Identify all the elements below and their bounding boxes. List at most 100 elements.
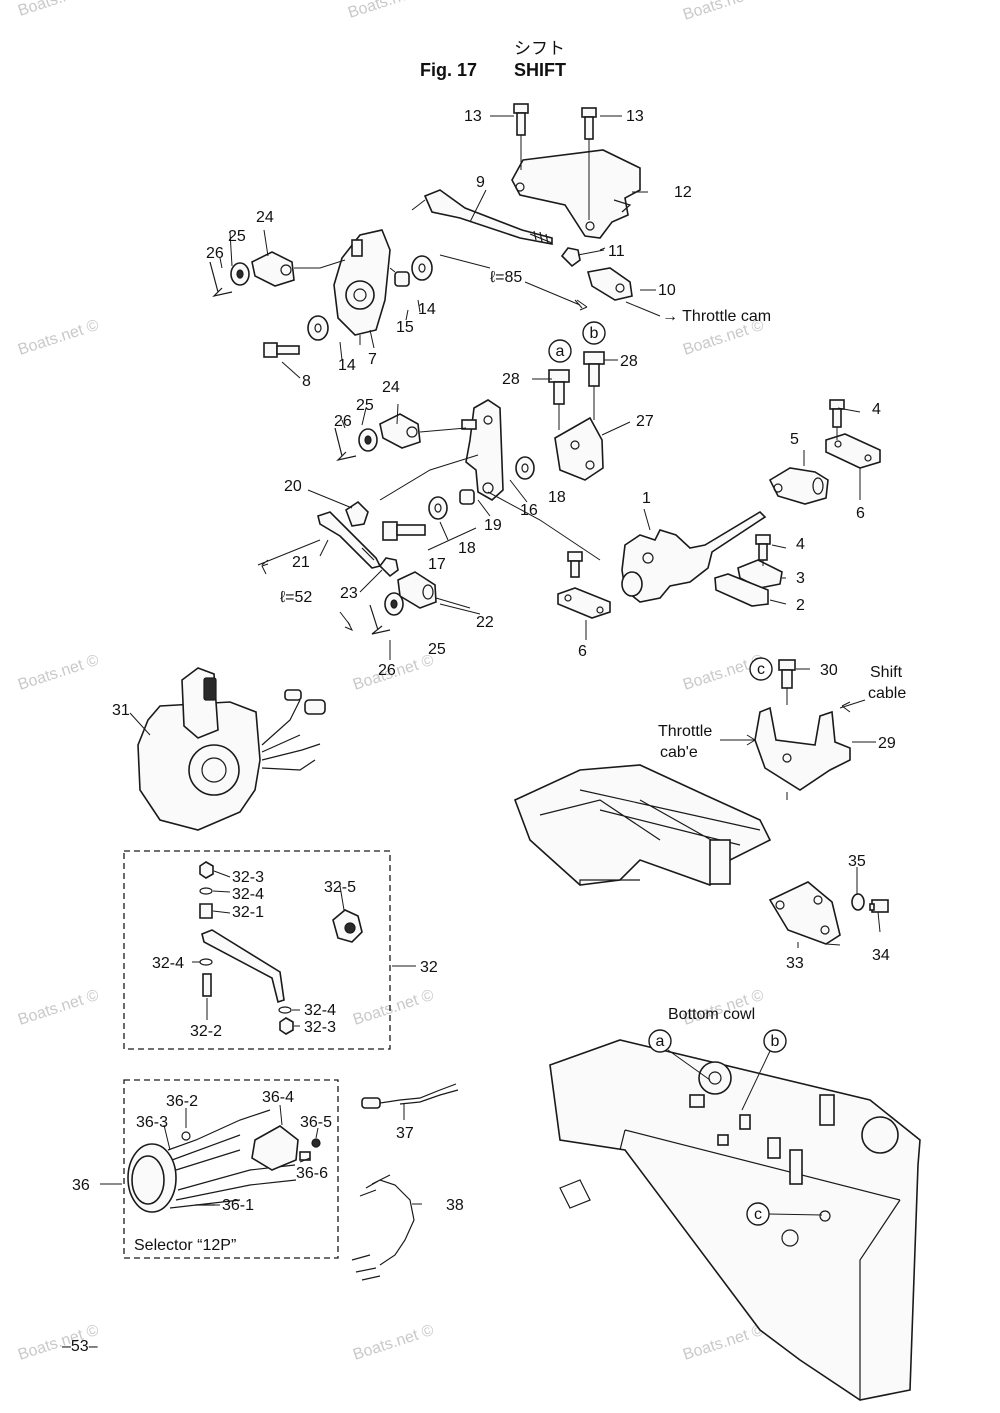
marker-b-top: b [582, 321, 606, 345]
watermark: Boats.net © [351, 987, 436, 1029]
selector-36 [127, 1109, 321, 1213]
marker-c-cowl: c [746, 1202, 770, 1226]
washer-18-b [428, 496, 448, 520]
label-32: 32 [420, 959, 438, 976]
label-6-low: 6 [578, 643, 587, 660]
label-9: 9 [476, 174, 485, 191]
spacer-15 [394, 271, 410, 287]
label-36-2: 36-2 [166, 1093, 198, 1110]
collar-19 [459, 489, 475, 505]
label-25-top: 25 [228, 228, 246, 245]
joint-10 [586, 267, 633, 301]
joint-24-mid [379, 413, 421, 449]
label-16: 16 [520, 502, 538, 519]
label-28-b: 28 [620, 353, 638, 370]
page-number: ‒53‒ [62, 1338, 98, 1355]
cam-5 [768, 467, 829, 505]
label-17: 17 [428, 556, 446, 573]
label-6-top: 6 [856, 505, 865, 522]
bolt-4-top [829, 399, 845, 428]
label-18-left: 18 [458, 540, 476, 557]
label-28-a: 28 [502, 371, 520, 388]
bolt-30 [778, 659, 796, 689]
svg-text:c: c [757, 661, 765, 678]
harness-37 [361, 1083, 459, 1109]
marker-c-top: c [749, 657, 773, 681]
label-14-left: 14 [338, 357, 356, 374]
label-2: 2 [796, 597, 805, 614]
label-26-mid: 26 [334, 413, 352, 430]
watermark: Boats.net © [681, 1322, 766, 1364]
clip-26-low [369, 604, 391, 635]
kit-36-outline [123, 1079, 339, 1259]
label-24-top: 24 [256, 209, 274, 226]
label-13-right: 13 [626, 108, 644, 125]
label-36: 36 [72, 1177, 90, 1194]
shift-cable-label-2: cable [868, 685, 906, 702]
watermark: Boats.net © [16, 987, 101, 1029]
bracket-29 [754, 706, 851, 791]
marker-a-top: a [548, 339, 572, 363]
label-15: 15 [396, 319, 414, 336]
bolt-13-left [513, 103, 529, 136]
washer-25-mid [358, 428, 378, 452]
watermark: Boats.net © [351, 1322, 436, 1364]
bolt-4-low [755, 534, 771, 561]
label-36-3: 36-3 [136, 1114, 168, 1131]
label-24-mid: 24 [382, 379, 400, 396]
marker-a-cowl: a [648, 1029, 672, 1053]
harness-38 [351, 1174, 415, 1281]
page-title: SHIFT [514, 60, 566, 80]
throttle-cable-label-2: cab'e [660, 744, 698, 761]
selector-label: Selector “12P” [134, 1237, 236, 1254]
throttle-cam-label: → Throttle cam [662, 308, 771, 325]
bolt-34 [869, 899, 889, 913]
svg-text:c: c [754, 1206, 762, 1223]
part-labels: 13 13 9 12 24 25 26 11 ℓ=85 10 → Throttl… [62, 108, 906, 1355]
label-34: 34 [872, 947, 890, 964]
washer-14-a [411, 255, 433, 281]
label-32-4-left: 32-4 [152, 955, 184, 972]
bolt-17 [382, 521, 426, 541]
watermark: Boats.net © [16, 0, 101, 20]
label-32-5: 32-5 [324, 879, 356, 896]
label-14-right: 14 [418, 301, 436, 318]
label-1: 1 [642, 490, 651, 507]
bolt-28-b [583, 351, 605, 387]
label-33: 33 [786, 955, 804, 972]
label-36-6: 36-6 [296, 1165, 328, 1182]
label-32-4-top: 32-4 [232, 886, 264, 903]
watermark: Boats.net © [346, 0, 431, 22]
label-26-low: 26 [378, 662, 396, 679]
label-23: 23 [340, 585, 358, 602]
label-38: 38 [446, 1197, 464, 1214]
label-18-right: 18 [548, 489, 566, 506]
jp-title: シフト [514, 39, 565, 59]
label-5: 5 [790, 431, 799, 448]
joint-24-top [251, 251, 295, 287]
label-25-mid: 25 [356, 397, 374, 414]
plate-6-top [825, 433, 881, 469]
bracket-33 [768, 881, 841, 945]
label-29: 29 [878, 735, 896, 752]
bottom-cowl-label: Bottom cowl [668, 1006, 755, 1023]
plate-6-low [557, 587, 611, 619]
clip-20 [345, 500, 369, 527]
label-37: 37 [396, 1125, 414, 1142]
bolt-13-right [581, 107, 597, 140]
watermark: Boats.net © [16, 652, 101, 694]
label-12: 12 [674, 184, 692, 201]
label-4-top: 4 [872, 401, 881, 418]
washer-18-a [515, 456, 535, 480]
label-32-1: 32-1 [232, 904, 264, 921]
label-22: 22 [476, 614, 494, 631]
label-30: 30 [820, 662, 838, 679]
svg-text:a: a [656, 1033, 665, 1050]
label-10: 10 [658, 282, 676, 299]
label-36-1: 36-1 [222, 1197, 254, 1214]
label-len85: ℓ=85 [490, 269, 522, 286]
label-len52: ℓ=52 [280, 589, 312, 606]
label-19: 19 [484, 517, 502, 534]
watermark: Boats.net © [681, 0, 766, 24]
